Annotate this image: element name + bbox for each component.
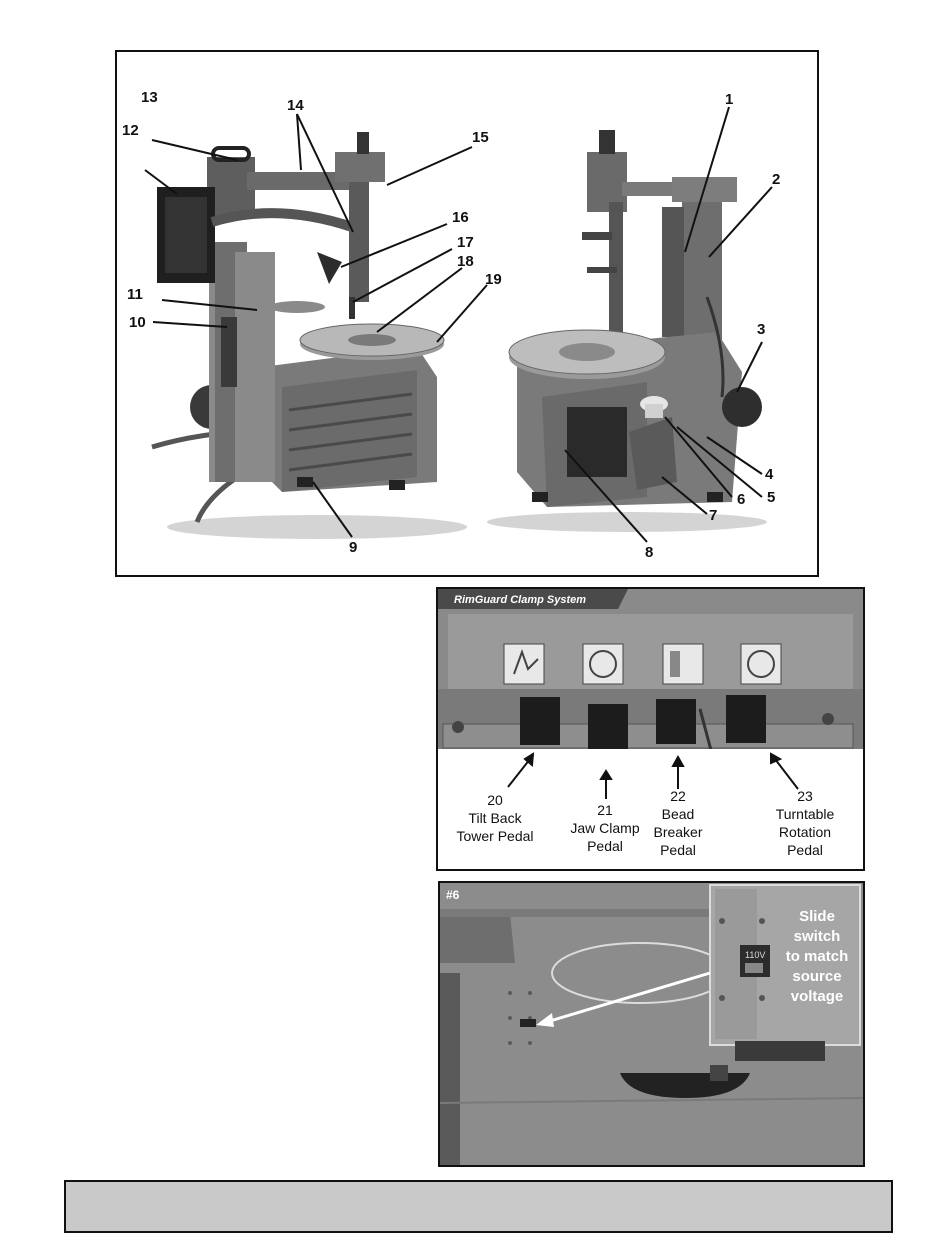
left-machine — [152, 132, 467, 539]
callout-13: 13 — [141, 89, 158, 106]
pedal-22-number: 22 — [670, 788, 686, 804]
pedal-21-line2: Pedal — [587, 838, 623, 854]
pedal-20-number: 20 — [487, 792, 503, 808]
callout-18: 18 — [457, 253, 474, 270]
callout-8: 8 — [645, 544, 653, 561]
pedal-23-line2: Rotation — [779, 824, 831, 840]
tire-changer-illustration: 1 2 3 4 5 6 7 8 9 10 11 12 13 14 15 16 1… — [117, 52, 817, 575]
pedal-22-line3: Pedal — [660, 842, 696, 858]
switch-marking: 110V — [745, 950, 765, 960]
callout-14: 14 — [287, 97, 304, 114]
right-machine — [487, 130, 767, 532]
bead-breaker-icon — [663, 644, 703, 684]
callout-5: 5 — [767, 489, 775, 506]
pedal-23-number: 23 — [797, 788, 813, 804]
note-line-1: Slide — [799, 908, 835, 925]
main-figure: 1 2 3 4 5 6 7 8 9 10 11 12 13 14 15 16 1… — [115, 50, 819, 577]
pedal-figure: RimGuard Clamp System 20 Tilt Back Tower… — [436, 587, 865, 871]
callout-11: 11 — [127, 286, 143, 303]
callout-15: 15 — [472, 129, 489, 146]
tilt-tower-icon — [504, 644, 544, 684]
callout-3: 3 — [757, 321, 765, 338]
callout-17: 17 — [457, 234, 474, 251]
callout-12: 12 — [122, 122, 139, 139]
pedal-23-line3: Pedal — [787, 842, 823, 858]
footer-bar — [64, 1180, 893, 1233]
figure-badge: #6 — [446, 888, 460, 902]
callout-16: 16 — [452, 209, 469, 226]
callout-4: 4 — [765, 466, 774, 483]
callout-1: 1 — [725, 91, 733, 108]
note-line-4: source — [792, 968, 841, 985]
callout-7: 7 — [709, 507, 717, 524]
pedal-20 — [520, 697, 560, 745]
slide-switch-small — [520, 1019, 536, 1027]
pedal-22 — [656, 699, 696, 744]
callout-10: 10 — [129, 314, 146, 331]
note-line-5: voltage — [791, 988, 844, 1005]
pedal-23 — [726, 695, 766, 743]
pedal-21-line1: Jaw Clamp — [570, 820, 639, 836]
banner-label: RimGuard Clamp System — [454, 594, 586, 606]
note-line-2: switch — [794, 928, 841, 945]
pedal-20-line2: Tower Pedal — [456, 828, 533, 844]
note-line-3: to match — [786, 948, 849, 965]
pedal-22-line1: Bead — [662, 806, 695, 822]
voltage-switch-figure: 110V #6 Slide switch to match source vol… — [438, 881, 865, 1167]
pedal-22-line2: Breaker — [653, 824, 702, 840]
callout-2: 2 — [772, 171, 780, 188]
callout-19: 19 — [485, 271, 502, 288]
voltage-switch-illustration: 110V #6 Slide switch to match source vol… — [440, 883, 863, 1165]
pedal-23-line1: Turntable — [776, 806, 835, 822]
pedal-20-line1: Tilt Back — [468, 810, 522, 826]
callout-9: 9 — [349, 539, 357, 556]
pedal-21-number: 21 — [597, 802, 613, 818]
callout-6: 6 — [737, 491, 745, 508]
pedal-illustration: RimGuard Clamp System 20 Tilt Back Tower… — [438, 589, 863, 869]
